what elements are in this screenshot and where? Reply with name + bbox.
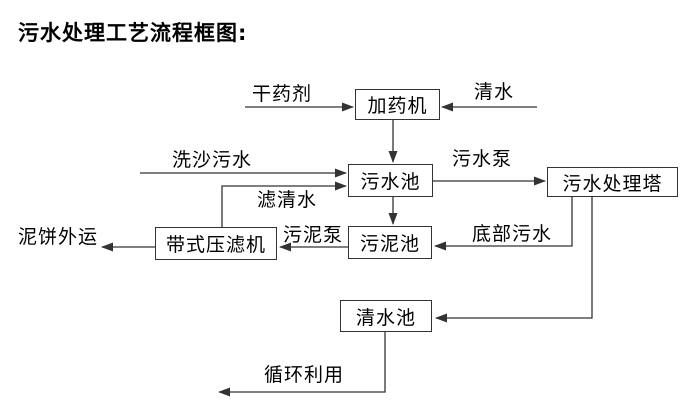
edge-label-recycle-use: 循环利用 [264, 364, 345, 386]
node-sewage-pool: 污水池 [348, 164, 433, 197]
node-sludge-pool: 污泥池 [348, 226, 432, 259]
edge-label-bottom-sewage: 底部污水 [472, 223, 553, 245]
edge-label-sludge-pump: 污泥泵 [283, 224, 344, 246]
edge-label-dry-agent: 干药剂 [252, 83, 313, 105]
edge-label-clear-water: 清水 [474, 81, 515, 103]
arrow-recycle [218, 332, 386, 397]
node-belt-filter-press: 带式压滤机 [155, 227, 277, 260]
edge-label-mud-cake-out: 泥饼外运 [18, 226, 99, 248]
arrow-filtered-water [221, 181, 347, 227]
node-clear-water-pool: 清水池 [340, 300, 432, 332]
node-dosing-machine: 加药机 [355, 89, 440, 120]
arrow-bottom-sewage [434, 197, 573, 251]
edge-label-filtered-water: 滤清水 [257, 189, 318, 211]
arrow-tower-to-clear-pool [435, 197, 593, 323]
edge-label-sand-washing-sewage: 洗沙污水 [172, 149, 253, 171]
diagram-title: 污水处理工艺流程框图: [18, 21, 248, 45]
edge-label-sewage-pump: 污水泵 [452, 148, 513, 170]
node-sewage-treatment-tower: 污水处理塔 [547, 167, 678, 197]
